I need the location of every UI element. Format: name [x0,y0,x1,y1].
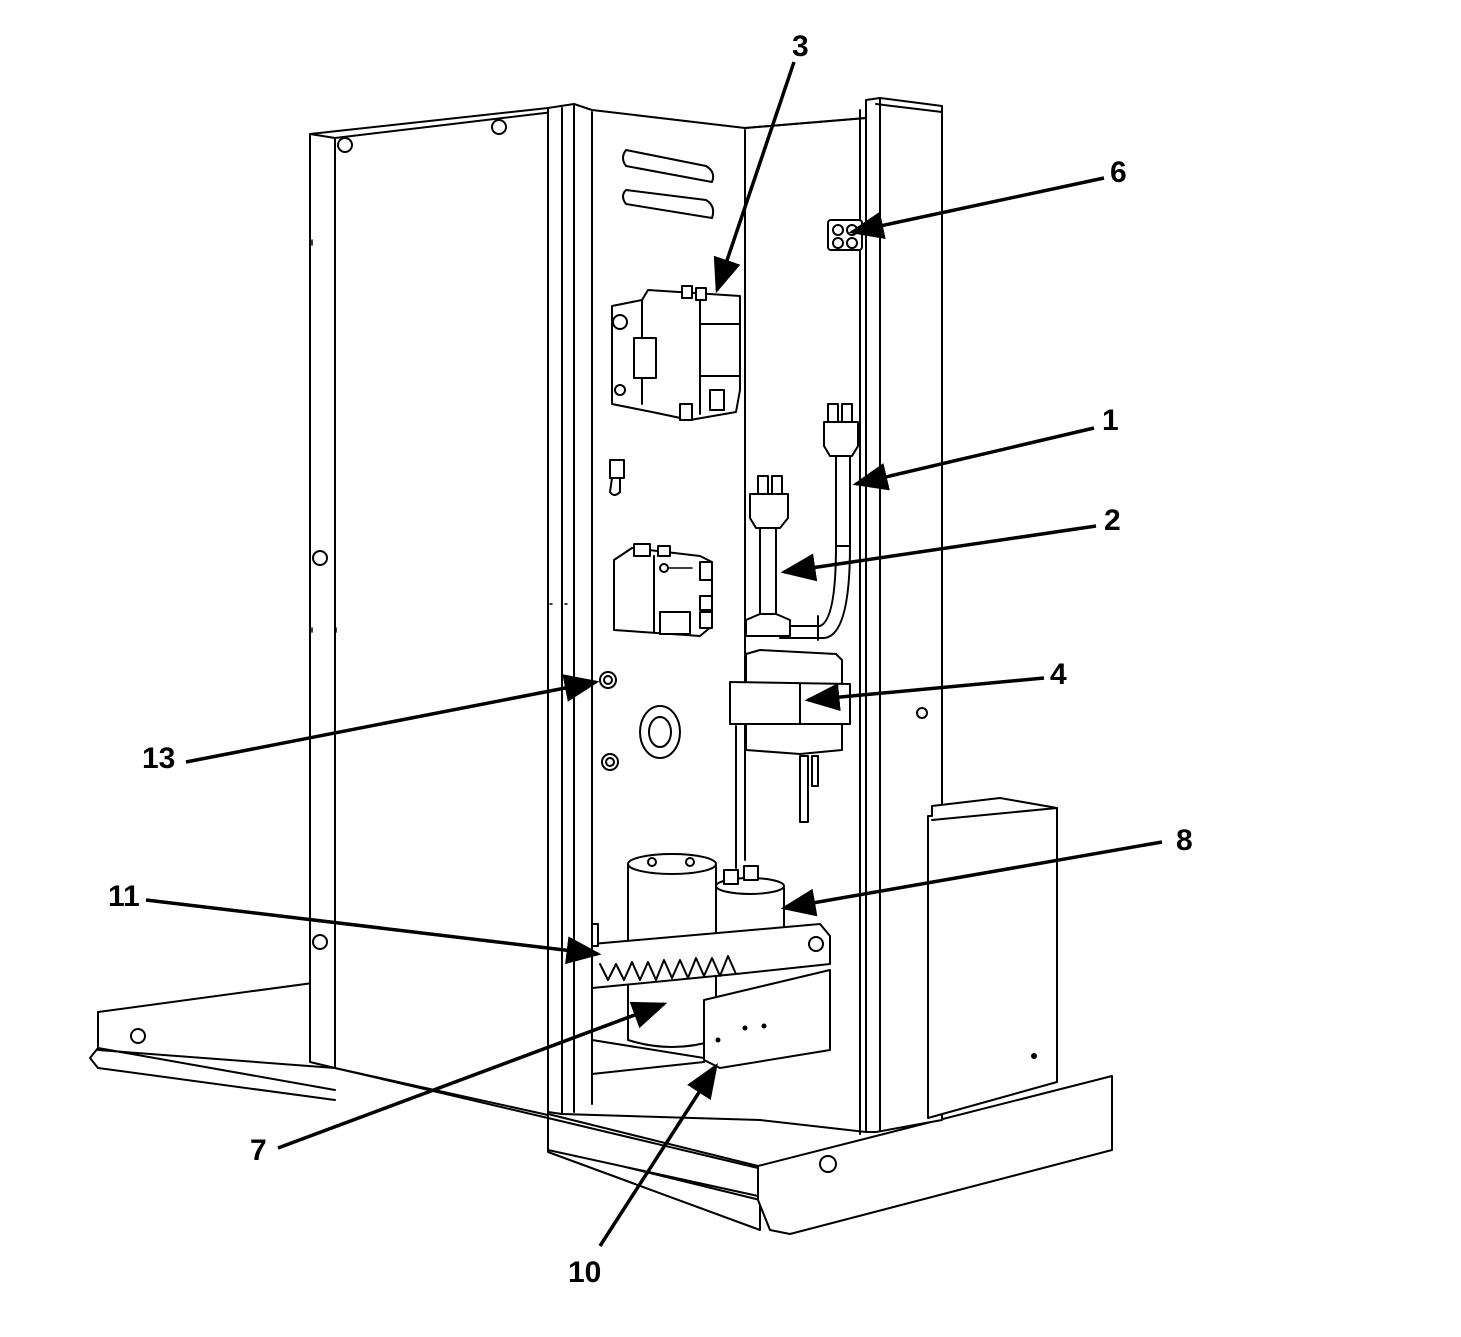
callout-11: 11 [108,880,140,913]
callout-3: 3 [792,30,809,63]
leader-6 [848,176,1105,240]
leader-1 [852,426,1095,491]
contactor [611,285,741,421]
base-plate [89,979,1113,1235]
leader-10 [598,1063,718,1247]
leader-lines [145,61,1163,1247]
callout-8: 8 [1176,824,1193,857]
leader-4 [804,676,1045,712]
callout-1: 1 [1102,404,1119,437]
leader-8 [780,840,1163,917]
callout-6: 6 [1110,156,1127,189]
leader-7 [277,1001,668,1150]
callout-10: 10 [568,1256,601,1289]
leader-2 [780,524,1097,582]
callout-labels: 1 2 3 4 6 7 8 10 11 13 [108,30,1193,1289]
leader-11 [145,898,602,965]
rear-enclosure [927,797,1058,1119]
callout-2: 2 [1104,504,1121,537]
right-upright [859,97,943,1135]
pressure-switches [745,403,859,641]
callout-4: 4 [1050,658,1067,691]
relay [613,543,713,637]
leader-13 [185,674,600,764]
left-side-panel [309,107,571,1116]
mounting-plate [591,969,831,1075]
callout-7: 7 [250,1134,267,1167]
leader-3 [713,61,796,294]
capacitor-bracket [591,923,831,989]
terminal-block [827,219,863,251]
callout-13: 13 [142,742,175,775]
